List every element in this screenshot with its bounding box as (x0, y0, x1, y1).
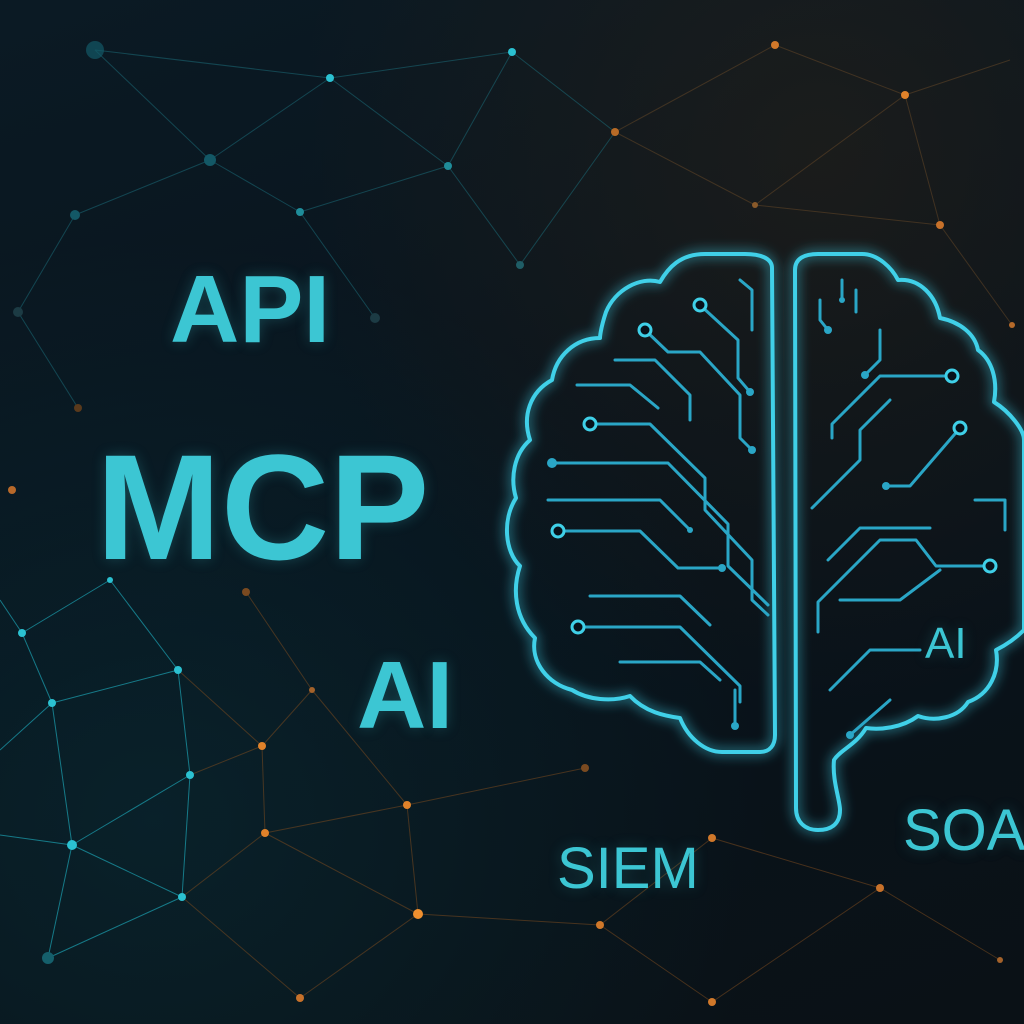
brain-right-hemisphere (793, 252, 1024, 832)
right-circuit-nodes (944, 368, 998, 574)
network-nodes (8, 41, 1015, 1006)
brain-ai-label: AI (925, 619, 967, 668)
right-circuit-dots (824, 297, 890, 739)
left-circuit-dots (547, 388, 756, 730)
mcp-label: MCP (96, 423, 430, 591)
api-label: API (170, 256, 331, 363)
brain-left-hemisphere (504, 252, 777, 754)
left-circuit-traces (546, 278, 770, 728)
left-circuit-nodes (550, 297, 708, 635)
ai-label: AI (357, 642, 453, 749)
soar-label: SOA (903, 798, 1024, 863)
right-circuit-traces (810, 278, 1007, 737)
siem-label: SIEM (557, 836, 699, 901)
